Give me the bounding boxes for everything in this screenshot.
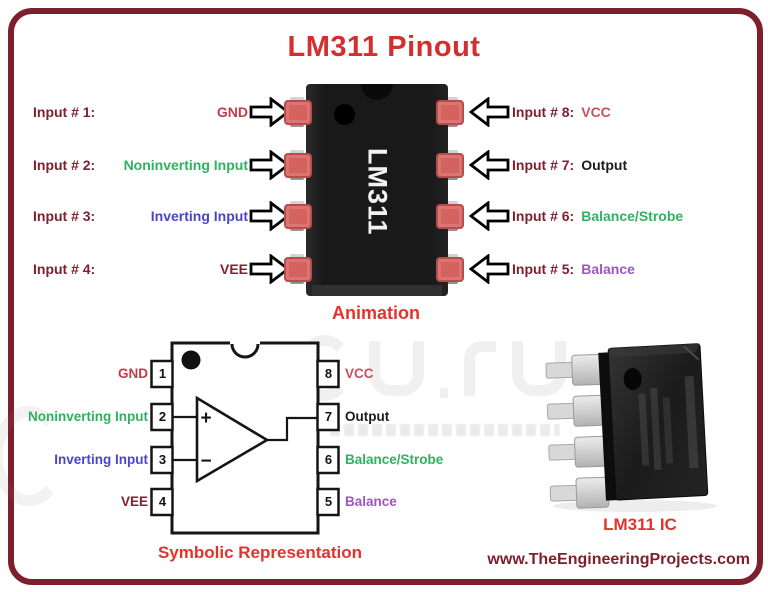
pin-pad-highlight	[284, 153, 312, 178]
pin-pad-highlight	[284, 204, 312, 229]
signal-label: VCC	[581, 104, 611, 120]
chip-notch	[361, 84, 393, 100]
opamp-symbol-drawing: + −	[150, 340, 340, 535]
pin-pad-highlight	[436, 100, 464, 125]
symbolic-label-invin: Inverting Input	[54, 452, 148, 467]
pin-number: 4	[158, 494, 167, 509]
signal-label: Output	[581, 157, 628, 173]
page-title: LM311 Pinout	[287, 31, 481, 63]
pin-row-right-6: Input # 6: Balance/Strobe	[512, 205, 683, 227]
signal-label: Balance	[581, 261, 635, 277]
opamp-minus-sign: −	[200, 451, 211, 472]
symbolic-label-balstr: Balance/Strobe	[345, 452, 444, 467]
symbolic-caption: Symbolic Representation	[157, 543, 363, 562]
signal-label: GND	[216, 104, 248, 120]
symbolic-label-output: Output	[345, 409, 390, 424]
arrow-right-icon	[249, 97, 290, 127]
pin-row-right-5: Input # 5: Balance	[512, 258, 635, 280]
symbolic-label-gnd: GND	[118, 366, 148, 381]
arrow-left-icon	[469, 97, 510, 127]
pin-row-left-3: Input # 3: Inverting Input	[33, 205, 248, 227]
pin-number: 7	[324, 409, 333, 424]
input-number-label: Input # 7:	[512, 157, 575, 173]
animation-caption: Animation	[332, 303, 420, 323]
watermark-arc	[0, 406, 66, 506]
pin-number: 2	[158, 409, 167, 424]
signal-label: Inverting Input	[150, 208, 248, 224]
signal-label: VEE	[219, 261, 248, 277]
pin-pad-highlight	[436, 204, 464, 229]
arrow-left-icon	[469, 201, 510, 231]
opamp-plus-sign: +	[200, 408, 211, 429]
website-url: www.TheEngineeringProjects.com	[487, 551, 750, 568]
symbolic-label-vee: VEE	[120, 494, 148, 509]
pin-number: 5	[324, 494, 333, 509]
signal-label: Balance/Strobe	[581, 208, 684, 224]
photo-pins	[545, 353, 610, 509]
pin-number: 8	[324, 366, 333, 381]
photo-caption: LM311 IC	[603, 515, 677, 534]
chip-body	[306, 84, 448, 296]
arrow-right-icon	[249, 254, 290, 284]
pin-pad-highlight	[436, 257, 464, 282]
pin-pad-highlight	[436, 153, 464, 178]
pin-row-left-4: Input # 4: VEE	[33, 258, 248, 280]
input-number-label: Input # 4:	[33, 261, 96, 277]
page-border	[8, 8, 763, 585]
arrow-right-icon	[249, 150, 290, 180]
pin-number: 3	[158, 452, 167, 467]
arrow-left-icon	[469, 150, 510, 180]
input-number-label: Input # 6:	[512, 208, 575, 224]
chip-label: LM311	[362, 148, 393, 236]
pin-row-left-2: Input # 2: Noninverting Input	[33, 154, 248, 176]
pin1-dot	[334, 104, 355, 125]
arrow-right-icon	[249, 201, 290, 231]
pin-row-right-7: Input # 7: Output	[512, 154, 627, 176]
pin-row-right-8: Input # 8: VCC	[512, 101, 611, 123]
pin-row-left-1: Input # 1: GND	[33, 101, 248, 123]
symbolic-label-vcc: VCC	[345, 366, 374, 381]
symbolic-label-balance: Balance	[345, 494, 397, 509]
input-number-label: Input # 8:	[512, 104, 575, 120]
pin-number: 1	[158, 366, 167, 381]
signal-label: Noninverting Input	[123, 157, 248, 173]
lm311-chip-photo	[545, 343, 717, 512]
pin-pad-highlight	[284, 100, 312, 125]
pin-pad-highlight	[284, 257, 312, 282]
input-number-label: Input # 3:	[33, 208, 96, 224]
input-number-label: Input # 1:	[33, 104, 96, 120]
chip-bevel	[312, 285, 442, 296]
input-number-label: Input # 5:	[512, 261, 575, 277]
symbolic-label-nonivin: Noninverting Input	[28, 409, 148, 424]
input-number-label: Input # 2:	[33, 157, 96, 173]
pin-number: 6	[324, 452, 333, 467]
arrow-left-icon	[469, 254, 510, 284]
watermark-small	[330, 424, 560, 436]
